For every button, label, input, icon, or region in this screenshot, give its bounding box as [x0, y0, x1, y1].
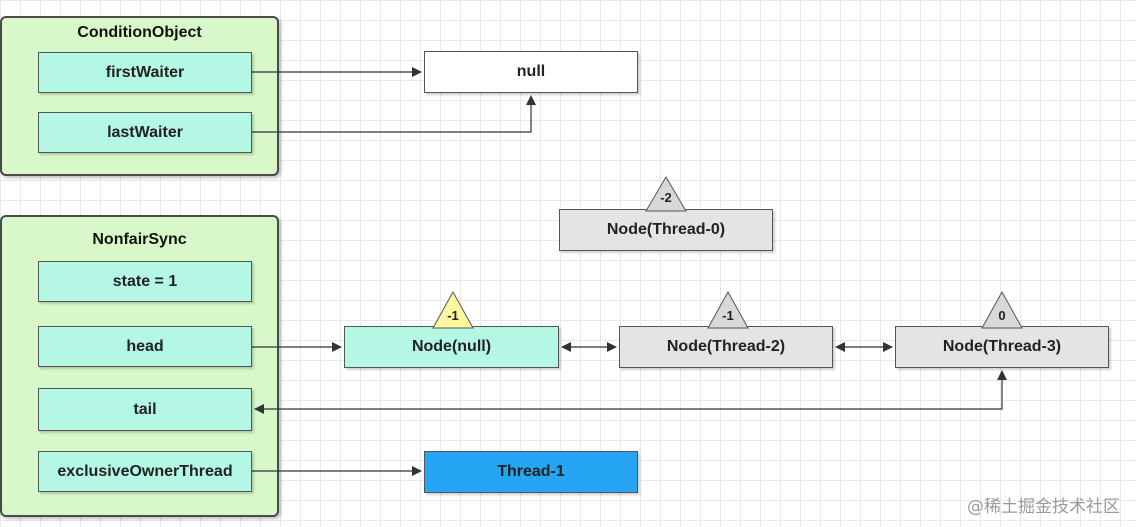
- wait-status-thread-3: 0: [998, 308, 1006, 323]
- head-field: head: [38, 326, 252, 367]
- state-field: state = 1: [38, 261, 252, 302]
- wait-status-triangle-thread-0: [645, 176, 687, 212]
- wait-status-triangle-thread-2: [707, 290, 749, 329]
- first-waiter-field: firstWaiter: [38, 52, 252, 93]
- wait-status-triangle-thread-3: [981, 290, 1023, 329]
- node-thread-0: Node(Thread-0): [559, 209, 773, 251]
- exclusive-owner-thread-field: exclusiveOwnerThread: [38, 451, 252, 492]
- wait-status-thread-0: -2: [660, 190, 672, 205]
- last-waiter-field: lastWaiter: [38, 112, 252, 153]
- thread-1-box: Thread-1: [424, 451, 638, 493]
- wait-status-node-null: -1: [447, 308, 459, 323]
- last-waiter-arrow: [252, 95, 536, 133]
- condition-object-title: ConditionObject: [77, 24, 202, 41]
- watermark-text: @稀土掘金技术社区: [967, 497, 1120, 517]
- node-thread-3: Node(Thread-3): [895, 326, 1109, 368]
- tail-thread-3-link: [254, 370, 1007, 414]
- null-box: null: [424, 51, 638, 93]
- nonfair-sync-title: NonfairSync: [92, 231, 187, 248]
- wait-status-triangle-node-null: [432, 290, 474, 329]
- wait-status-thread-2: -1: [722, 308, 734, 323]
- node-thread-2: Node(Thread-2): [619, 326, 833, 368]
- tail-field: tail: [38, 388, 252, 431]
